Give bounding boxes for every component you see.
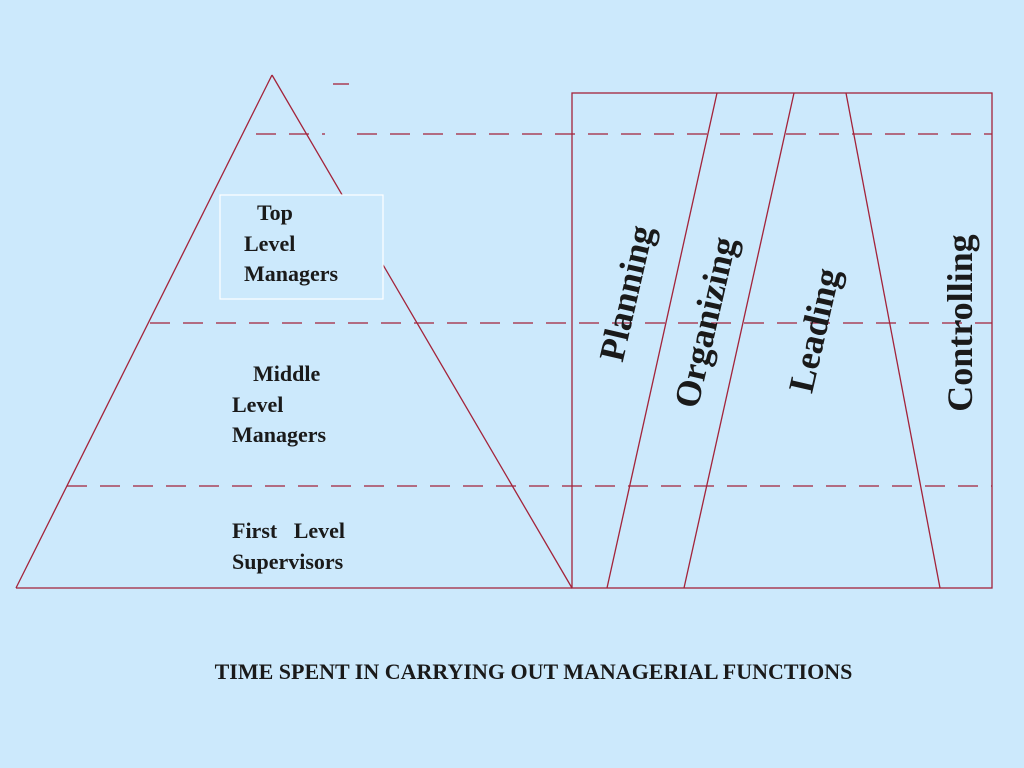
leading-label: Leading: [781, 264, 848, 396]
controlling-label: Controlling: [940, 234, 980, 411]
pyramid-right-edge: [271, 74, 573, 589]
planning-label: Planning: [591, 222, 661, 366]
middle-level-line-3: Managers: [232, 422, 327, 447]
first-level-supervisors-label: First Level Supervisors: [232, 516, 345, 577]
middle-level-line-2: Level: [232, 391, 284, 417]
level-dividers: [67, 133, 992, 487]
middle-level-managers-label: Middle Level Managers: [232, 359, 326, 451]
first-level-line-2: Supervisors: [232, 548, 344, 574]
top-level-line-3: Managers: [244, 261, 339, 286]
middle-level-line-1: Middle: [253, 361, 321, 386]
first-level-line-1: First Level: [232, 518, 346, 543]
top-level-line-1: Top: [257, 200, 293, 225]
planning-organizing-boundary: [606, 92, 718, 589]
leading-controlling-boundary: [845, 92, 941, 589]
organizing-leading-boundary: [683, 92, 795, 589]
top-level-highlight-box: [219, 194, 384, 300]
pyramid-left-edge: [15, 74, 273, 589]
top-level-line-2: Level: [244, 230, 296, 256]
management-pyramid: [15, 74, 573, 589]
functions-frame: [571, 92, 993, 589]
functions-chart: [571, 92, 993, 589]
organizing-label: Organizing: [666, 233, 744, 412]
top-level-managers-label: Top Level Managers: [244, 198, 338, 290]
diagram-caption: TIME SPENT IN CARRYING OUT MANAGERIAL FU…: [214, 659, 853, 684]
